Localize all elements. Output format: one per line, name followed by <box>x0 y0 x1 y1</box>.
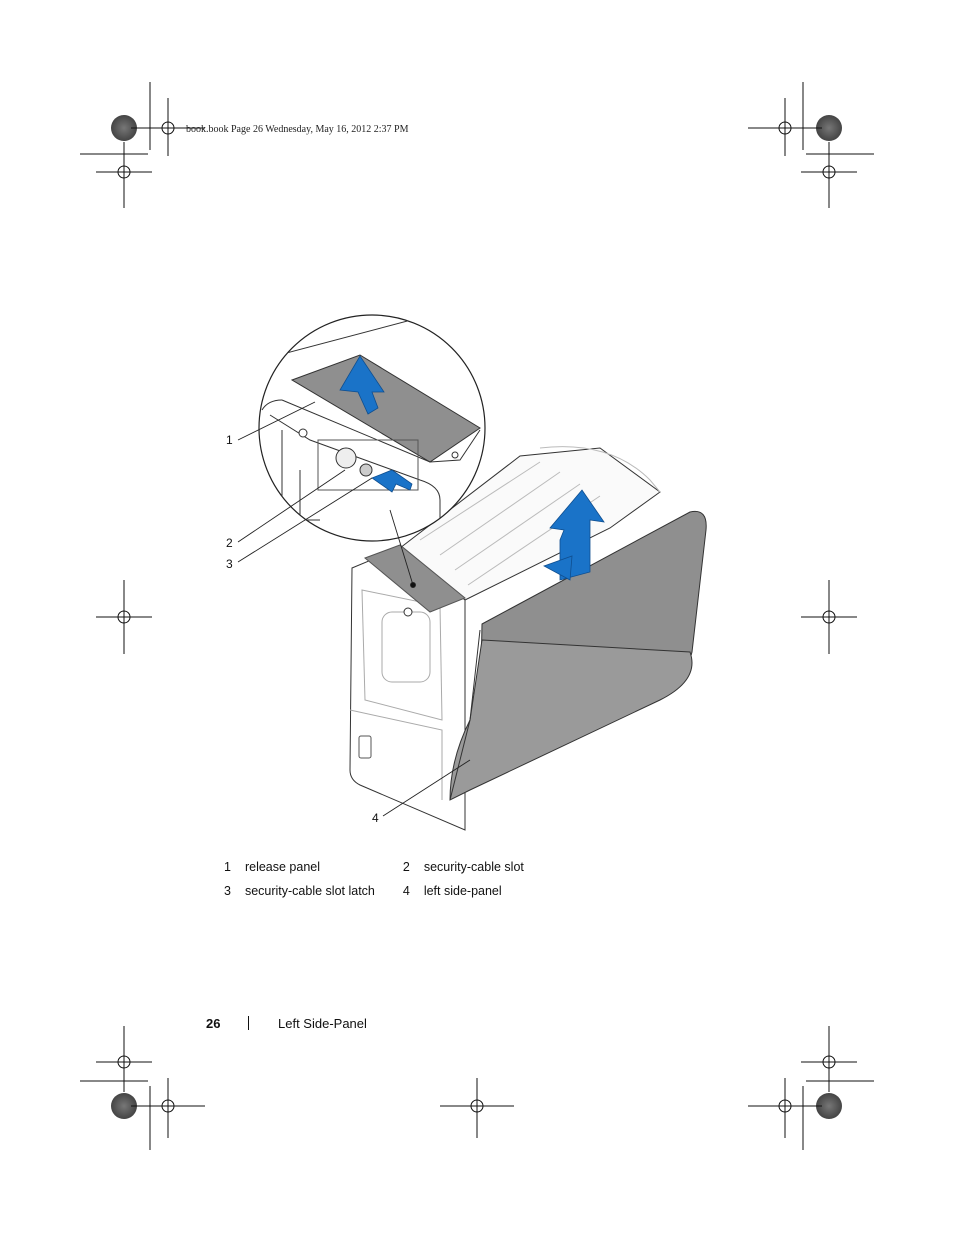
figure-legend: 1 release panel 2 security-cable slot 3 … <box>218 856 546 904</box>
legend-label: security-cable slot latch <box>244 884 375 898</box>
callout-3: 3 <box>226 557 233 571</box>
legend-number: 4 <box>402 884 410 898</box>
crosshair-icon <box>96 580 152 654</box>
rosette-mark-icon <box>111 115 137 141</box>
crosshair-icon <box>80 1026 152 1092</box>
registration-marks <box>80 82 874 1150</box>
legend-number: 1 <box>224 860 231 874</box>
legend-number: 3 <box>224 884 231 898</box>
legend-number: 2 <box>402 860 410 874</box>
rosette-mark-icon <box>111 1093 137 1119</box>
crosshair-icon <box>131 82 205 156</box>
footer-divider <box>248 1016 249 1030</box>
crosshair-icon <box>80 142 152 208</box>
crosshair-icon <box>801 142 874 208</box>
legend-label: security-cable slot <box>423 860 524 874</box>
computer-chassis <box>349 446 707 831</box>
callout-leaders <box>237 401 471 817</box>
page-number: 26 <box>206 1016 221 1031</box>
lift-arrow-icon <box>543 489 605 581</box>
legend-row: 3 security-cable slot latch 4 left side-… <box>218 880 546 904</box>
crosshair-icon <box>748 82 822 156</box>
legend-label: left side-panel <box>423 884 502 898</box>
rosette-mark-icon <box>816 115 842 141</box>
print-slug: book.book Page 26 Wednesday, May 16, 201… <box>186 124 409 135</box>
callout-4: 4 <box>372 811 379 825</box>
legend-row: 1 release panel 2 security-cable slot <box>218 856 546 880</box>
zoom-detail-circle <box>258 314 486 542</box>
callout-2: 2 <box>226 536 233 550</box>
lift-arrow-icon <box>339 355 385 415</box>
legend-label: release panel <box>244 860 321 874</box>
crosshair-icon <box>131 1078 205 1150</box>
rosette-mark-icon <box>816 1093 842 1119</box>
callout-1: 1 <box>226 433 233 447</box>
section-title: Left Side-Panel <box>278 1016 367 1031</box>
crosshair-icon <box>440 1078 514 1138</box>
push-arrow-icon <box>371 469 413 493</box>
crosshair-icon <box>801 1026 874 1092</box>
crosshair-icon <box>801 580 857 654</box>
crosshair-icon <box>748 1078 822 1150</box>
